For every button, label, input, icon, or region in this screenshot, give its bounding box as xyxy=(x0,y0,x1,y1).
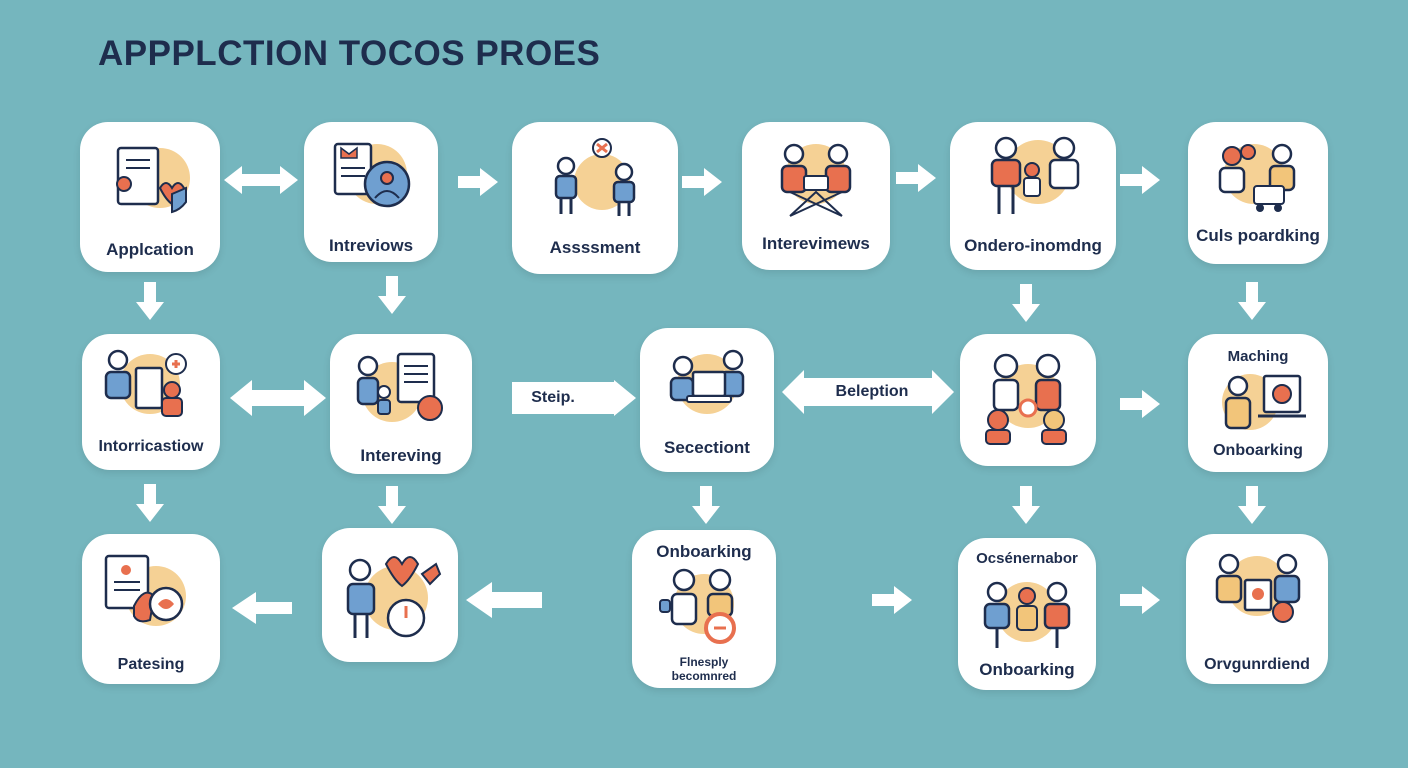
step-assessment[interactable]: Assssment xyxy=(512,122,678,274)
steip-label: Steip. xyxy=(531,389,575,406)
arrow-down-c5-r1 xyxy=(1012,284,1040,322)
step-label-bottom-1: Flnesply xyxy=(679,655,729,669)
heart-stopwatch-icon xyxy=(346,556,442,638)
step-onboarding-group[interactable]: Ocsénernabor Onboarking xyxy=(958,538,1096,690)
step-application[interactable]: Applcation xyxy=(80,122,220,272)
step-label: Assssment xyxy=(549,238,641,257)
step-label: Culs poardking xyxy=(1196,226,1320,245)
arrow-down-c6-r1 xyxy=(1238,282,1266,320)
step-interviews-2[interactable]: Interevimews xyxy=(742,122,890,270)
step-onboarding-flexibility[interactable]: Onboarking Flnesply becomnred xyxy=(632,530,776,688)
step-label: Intereving xyxy=(360,446,442,465)
arrow-r2-double xyxy=(230,380,326,416)
interview-globe-icon xyxy=(333,142,411,208)
step-organized[interactable]: Orvgunrdiend xyxy=(1186,534,1328,684)
arrow-down-c5-r2 xyxy=(1012,486,1040,524)
step-care-timer[interactable] xyxy=(322,528,458,662)
arrow-down-c6-r2 xyxy=(1238,486,1266,524)
steip-connector xyxy=(512,380,636,416)
step-label: Orvgunrdiend xyxy=(1204,656,1310,673)
application-form-icon xyxy=(116,146,190,214)
arrow-down-c2-r2 xyxy=(378,486,406,524)
arrow-r3-left-2 xyxy=(466,582,542,618)
step-label-bottom-2: becomnred xyxy=(671,669,737,683)
arrow-r1-5 xyxy=(1120,166,1160,194)
step-interviewing[interactable]: Intereving xyxy=(330,334,472,474)
step-onboarding-family[interactable]: Ondero-inomdng xyxy=(950,122,1116,270)
arrow-down-c2-r1 xyxy=(378,276,406,314)
beleption-connector xyxy=(782,370,954,414)
passing-document-icon xyxy=(104,554,186,626)
matching-frame-icon xyxy=(1222,374,1306,430)
step-label: Applcation xyxy=(106,240,194,259)
step-label: Intorricastiow xyxy=(98,438,204,455)
parent-children-icon xyxy=(985,353,1067,445)
arrow-r1-4 xyxy=(896,164,936,192)
step-culture-boarding[interactable]: Culs poardking xyxy=(1188,122,1328,264)
step-family-group[interactable] xyxy=(960,334,1096,466)
step-label: Patesing xyxy=(117,656,185,673)
beleption-label: Beleption xyxy=(835,383,909,400)
step-label-top: Ocsénernabor xyxy=(976,550,1078,567)
introduction-board-icon xyxy=(104,349,187,417)
step-label-bottom: Onboarking xyxy=(1213,442,1303,459)
arrow-r2-5 xyxy=(1120,390,1160,418)
step-label: Secectiont xyxy=(664,438,750,457)
step-introduction[interactable]: Intorricastiow xyxy=(82,334,220,470)
arrow-r1-3 xyxy=(682,168,722,196)
interviewing-document-icon xyxy=(356,352,443,422)
step-label: Intreviows xyxy=(328,236,414,255)
arrow-r3-left-1 xyxy=(232,592,292,624)
step-label: Interevimews xyxy=(762,234,870,253)
assessment-people-icon xyxy=(554,138,636,216)
family-icon xyxy=(990,136,1080,214)
group-hands-icon xyxy=(983,581,1071,648)
team-travel-icon xyxy=(1218,143,1296,212)
arrow-down-c3-r2 xyxy=(692,486,720,524)
organized-team-icon xyxy=(1215,553,1301,623)
step-passing[interactable]: Patesing xyxy=(82,534,220,684)
step-interviews[interactable]: Intreviows xyxy=(304,122,438,262)
step-label-top: Onboarking xyxy=(656,542,752,561)
step-label-top: Maching xyxy=(1227,348,1289,365)
step-matching[interactable]: Maching Onboarking xyxy=(1188,334,1328,472)
diagram-title: APPPLCTION TOCOS PROES xyxy=(98,34,601,73)
selection-laptop-icon xyxy=(669,349,745,414)
step-label: Ondero-inomdng xyxy=(964,236,1102,255)
arrow-r1-2 xyxy=(458,168,498,196)
arrow-r3-4 xyxy=(872,586,912,614)
arrow-r1-double xyxy=(224,166,298,194)
interview-pair-icon xyxy=(780,143,852,217)
step-label-bottom: Onboarking xyxy=(979,660,1075,679)
step-selection[interactable]: Secectiont xyxy=(640,328,774,472)
arrow-down-c1-r1 xyxy=(136,282,164,320)
arrow-r3-5 xyxy=(1120,586,1160,614)
arrow-down-c1-r2 xyxy=(136,484,164,522)
onboarding-people-icon xyxy=(659,568,736,644)
